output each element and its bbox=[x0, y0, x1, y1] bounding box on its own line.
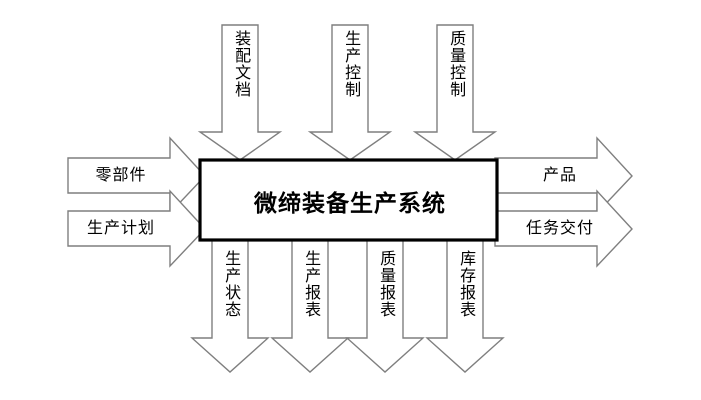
report-arrow-1-shape[interactable] bbox=[190, 239, 270, 373]
report-arrow-2-shape[interactable] bbox=[270, 239, 350, 373]
input-label-2: 生产计划 bbox=[86, 219, 156, 237]
control-label-1: 装配文档 bbox=[232, 30, 250, 98]
output-label-1: 产品 bbox=[542, 166, 578, 184]
report-label-2: 生产报表 bbox=[302, 250, 320, 318]
output-label-2: 任务交付 bbox=[525, 219, 595, 237]
control-arrow-3-shape[interactable] bbox=[412, 24, 498, 161]
control-label-2: 生产控制 bbox=[342, 30, 360, 98]
input-arrow-2-shape[interactable] bbox=[67, 189, 206, 268]
control-arrow-1-shape[interactable] bbox=[197, 24, 283, 161]
output-arrow-2-shape[interactable] bbox=[494, 189, 633, 268]
report-arrow-3-shape[interactable] bbox=[345, 239, 425, 373]
report-label-1: 生产状态 bbox=[222, 250, 240, 318]
system-box-shape[interactable] bbox=[198, 158, 499, 242]
report-arrow-4-shape[interactable] bbox=[425, 239, 505, 373]
system-title: 微缔装备生产系统 bbox=[254, 190, 446, 216]
report-label-3: 质量报表 bbox=[377, 250, 395, 318]
input-label-1: 零部件 bbox=[95, 166, 147, 184]
control-arrow-2-shape[interactable] bbox=[307, 24, 393, 161]
report-label-4: 库存报表 bbox=[457, 250, 475, 318]
control-label-3: 质量控制 bbox=[447, 30, 465, 98]
